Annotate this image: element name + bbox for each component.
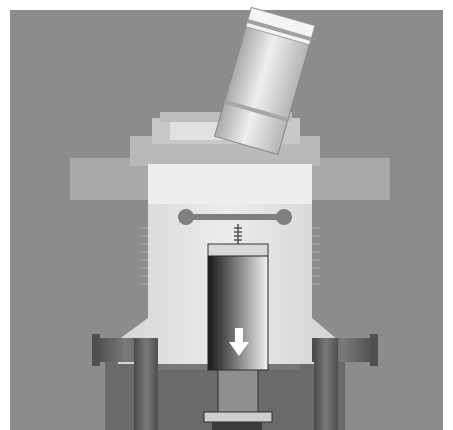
down-arrow-icon: [229, 328, 249, 356]
lower-shaft: [217, 369, 259, 415]
lower-plate: [203, 411, 273, 423]
lower-foot: [212, 422, 262, 430]
threaded-spring: [234, 224, 242, 246]
housing-top-band: [148, 164, 312, 204]
left-elbow-pipe: [92, 334, 158, 430]
right-elbow-pipe: [312, 334, 378, 430]
right-ribs: [312, 227, 320, 285]
tilted-tube: [213, 6, 316, 156]
horizontal-slot: [178, 209, 292, 225]
left-ribs: [140, 227, 148, 285]
